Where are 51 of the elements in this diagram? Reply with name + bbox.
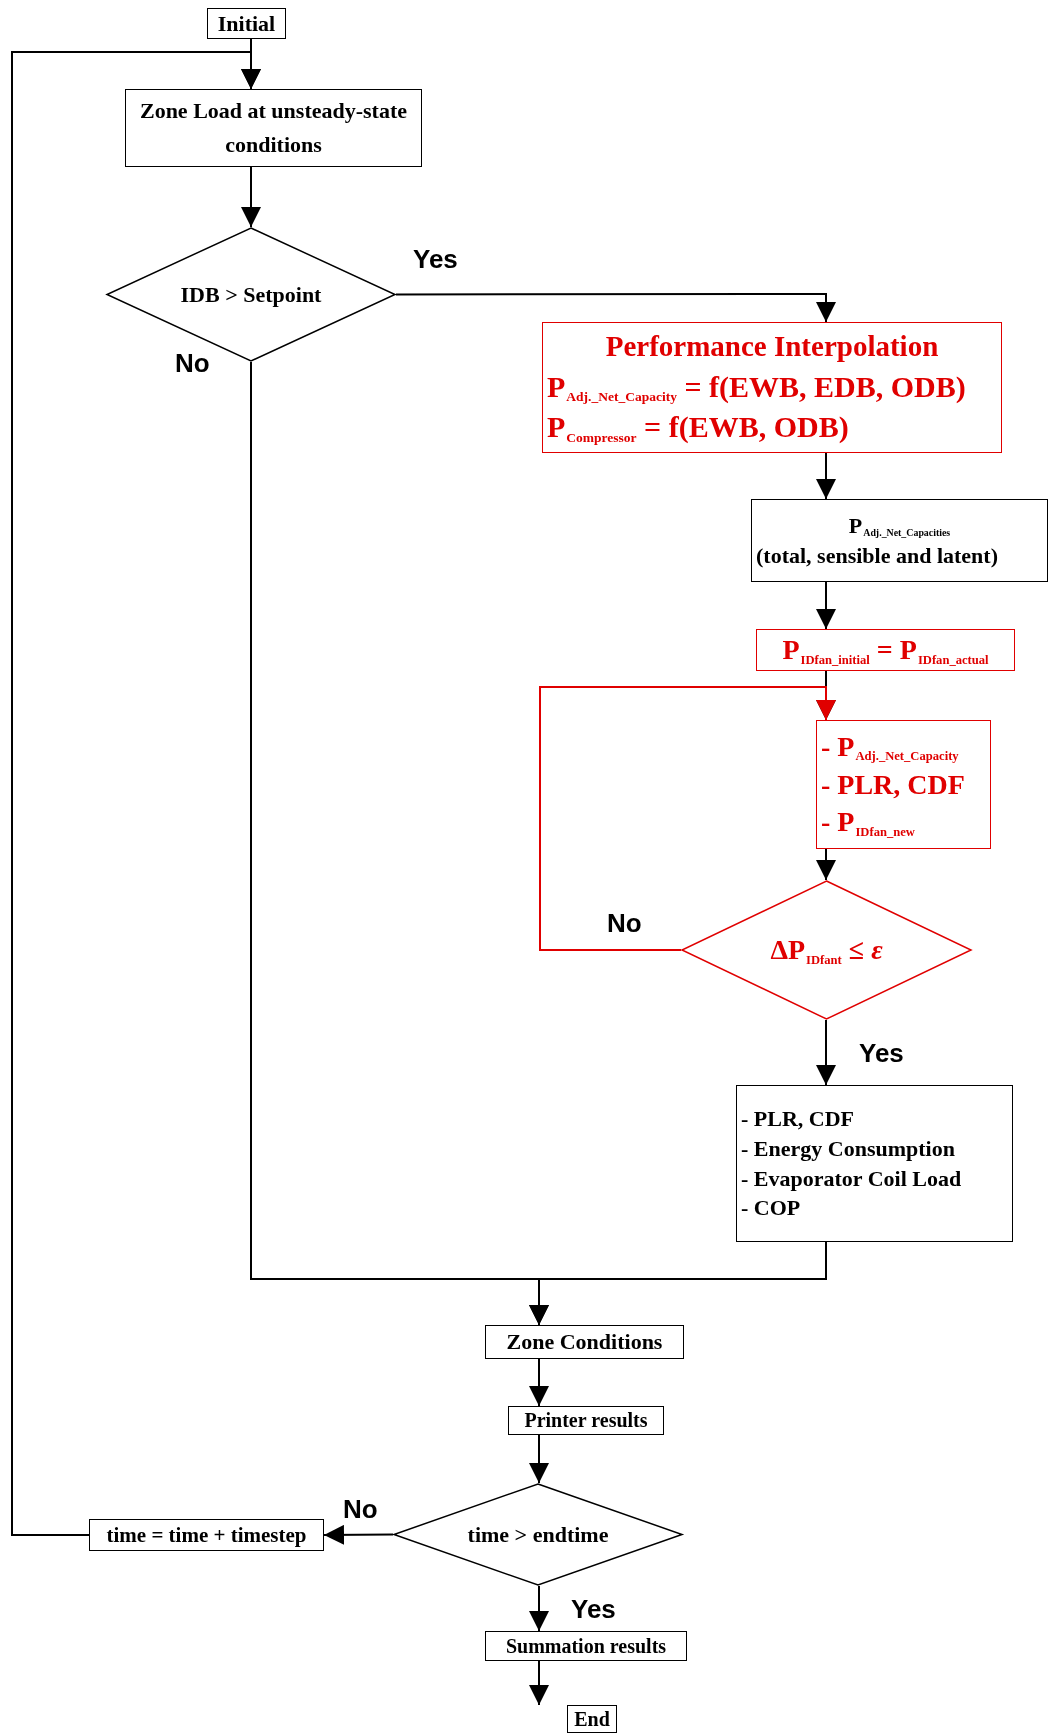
arrow: [539, 686, 836, 951]
process-box: [751, 499, 1048, 582]
condition-text: ΔP$_{IDfant}$ ≤ ε: [769, 933, 884, 969]
condition-text: IDB > Setpoint: [179, 280, 323, 309]
arrow: [529, 1585, 549, 1632]
box-text: - Evaporator Coil Load: [741, 1164, 963, 1193]
process-box: [816, 720, 991, 849]
box-text: Zone Conditions: [505, 1328, 664, 1357]
process-box: [736, 1085, 1013, 1242]
arrow: [816, 452, 836, 500]
arrow: [816, 581, 836, 630]
box-text: - P$_{Adj._Net_Capacity}$: [821, 729, 960, 766]
box-text: (total, sensible and latent): [756, 541, 999, 570]
arrow: [11, 51, 261, 1536]
box-text: Performance Interpolation: [604, 329, 940, 365]
box-text: P$_{Adj._Net_Capacity}$ = f(EWB, EDB, ODB): [547, 368, 967, 407]
box-text: - PLR, CDF: [821, 767, 966, 802]
arrow: [395, 293, 836, 323]
process-box: [542, 322, 1002, 453]
box-text: time = time + timestep: [105, 1521, 308, 1549]
arrow: [529, 1434, 549, 1484]
arrow: [241, 166, 261, 228]
box-text: End: [573, 1706, 611, 1732]
box-text: - COP: [741, 1194, 802, 1223]
box-text: P$_{Adj._Net_Capacities}$: [847, 511, 952, 541]
process-box: [567, 1705, 617, 1733]
arrow: [529, 1358, 549, 1407]
box-text: Summation results: [504, 1633, 668, 1659]
box-text: Initial: [216, 9, 277, 38]
process-box: [207, 8, 286, 39]
arrow: [529, 1660, 549, 1706]
process-box: [756, 629, 1015, 671]
condition-text: time > endtime: [466, 1520, 610, 1549]
decision-diamond: [681, 880, 972, 1020]
box-text: P$_{Compressor}$ = f(EWB, ODB): [547, 409, 850, 447]
process-box: [485, 1325, 684, 1359]
arrow: [816, 1019, 836, 1086]
box-text: - PLR, CDF: [741, 1105, 856, 1134]
box-text: Printer results: [523, 1408, 649, 1433]
arrow: [323, 1524, 394, 1545]
box-text: - Energy Consumption: [741, 1134, 956, 1163]
process-box: [125, 89, 422, 167]
box-text: Zone Load at unsteady-state conditions: [138, 96, 409, 159]
box-text: - P$_{IDfan_new}$: [821, 805, 916, 841]
process-box: [89, 1519, 324, 1551]
arrow: [816, 848, 836, 881]
process-box: [485, 1631, 687, 1661]
box-text: P$_{IDfan_initial}$ = P$_{IDfan_actual}$: [781, 633, 990, 669]
process-box: [508, 1406, 664, 1435]
arrow: [529, 1241, 827, 1326]
decision-diamond: [393, 1483, 683, 1586]
